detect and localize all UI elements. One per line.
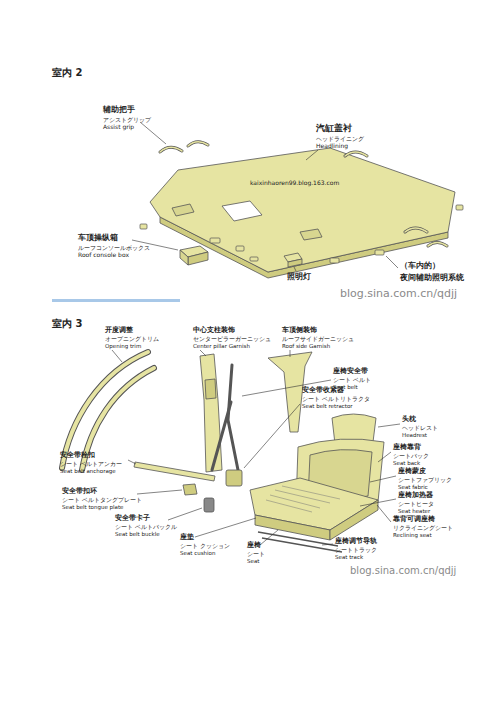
room-lamp (284, 253, 302, 267)
part-label: 座垫 (180, 534, 194, 541)
part-label: シートヒータ (398, 502, 434, 508)
part-label: Seat belt anchorage (60, 469, 116, 475)
part-label: オープニングトリム (105, 337, 159, 343)
center-pillar-garnish (200, 354, 222, 472)
part-label: 开度调整 (105, 327, 133, 334)
part-label: 照明灯 (287, 273, 311, 281)
part-label: シート (247, 552, 265, 558)
assist-grip-parts (160, 142, 447, 246)
part-label: シート クッション (180, 544, 230, 550)
part-label: Seat (247, 559, 259, 565)
headlining-figure (150, 148, 455, 278)
part-label: Seat belt buckle (115, 532, 160, 538)
part-label: Headrest (402, 433, 427, 439)
part-label: シートトラック (335, 548, 377, 554)
part-label: 座椅调节导轨 (335, 538, 377, 545)
part-label: シート ベルト (333, 378, 371, 384)
part-label: Seat back (393, 461, 420, 467)
seat-belt-retractor (226, 470, 242, 486)
part-label: シートファブリック (398, 478, 452, 484)
part-label: 座椅安全带 (333, 368, 368, 375)
part-label: Assist grip (103, 124, 134, 130)
watermark: blog.sina.com.cn/qdjj (350, 566, 456, 577)
part-label: シート ベルトタングプレート (62, 498, 142, 504)
part-label: 室内 2 (52, 68, 82, 79)
separator-bar (52, 299, 180, 302)
part-label: シート ベルトリトラクタ (302, 397, 370, 403)
part-label: kaixinhaoren99.blog.163.com (250, 180, 339, 186)
part-label: 安全带收紧器 (302, 387, 344, 394)
part-label: センターピラーガーニッシュ (193, 337, 271, 343)
part-label: 辅助把手 (103, 106, 135, 114)
roof-console-box (180, 246, 208, 265)
part-label: シート ベルトバックル (115, 525, 177, 531)
part-label: ヘッドレスト (402, 426, 438, 432)
seat-belt-anchorage (134, 462, 215, 481)
part-label: シート ベルトアンカー (60, 462, 122, 468)
part-label: 车顶侧装饰 (282, 327, 317, 334)
part-label: Headlining (316, 143, 348, 149)
part-label: 座椅加热器 (398, 492, 433, 499)
part-label: シートバック (393, 454, 429, 460)
part-label: ヘッドライニング (316, 136, 364, 142)
part-label: ルーフサイドガーニッシュ (282, 337, 354, 343)
part-label: 车顶操纵箱 (78, 234, 118, 242)
part-label: 座椅 (247, 542, 261, 549)
part-label: 靠背可调座椅 (393, 516, 435, 523)
part-label: Seat heater (398, 509, 430, 515)
part-label: 安全带卡子 (115, 515, 150, 522)
part-label: Reclining seat (393, 533, 432, 539)
part-label: Seat belt tongue plate (62, 505, 124, 511)
part-label: Roof side Garnish (282, 344, 330, 350)
seat-belt (212, 365, 238, 470)
part-label: 安全带栓扣 (60, 452, 95, 459)
part-label: 座椅蒙皮 (398, 468, 426, 475)
part-label: 头枕 (402, 416, 416, 423)
watermark: blog.sina.com.cn/qdjj (340, 288, 457, 300)
part-label: 安全带扣环 (62, 488, 97, 495)
part-label: アシストグリップ (103, 117, 151, 123)
part-label: Seat belt retractor (302, 404, 353, 410)
part-label: 夜间辅助照明系统 (400, 274, 464, 282)
part-label: 中心支柱装饰 (193, 327, 235, 334)
part-label: Opening trim (105, 344, 141, 350)
leader-lines (132, 122, 398, 271)
seat (250, 414, 384, 552)
part-label: Center pillar Garnish (193, 344, 250, 350)
part-label: 座椅靠背 (393, 444, 421, 451)
part-label: 汽缸盖衬 (316, 124, 352, 133)
leader-lines (112, 350, 400, 545)
part-label: Seat fabric (398, 485, 428, 491)
assist-grip-parts-fill (160, 142, 447, 246)
part-label: リクライニングシート (393, 526, 453, 532)
tongue-plate-and-buckle (183, 484, 214, 512)
part-label: Seat track (335, 555, 363, 561)
part-label: Seat cushion (180, 551, 215, 557)
small-trim-parts (140, 205, 463, 263)
part-label: 室内 3 (52, 319, 82, 330)
part-label: ルーフコンソールボックス (78, 245, 150, 251)
part-label: （车内的） (400, 262, 440, 270)
part-label: Roof console box (78, 252, 129, 258)
